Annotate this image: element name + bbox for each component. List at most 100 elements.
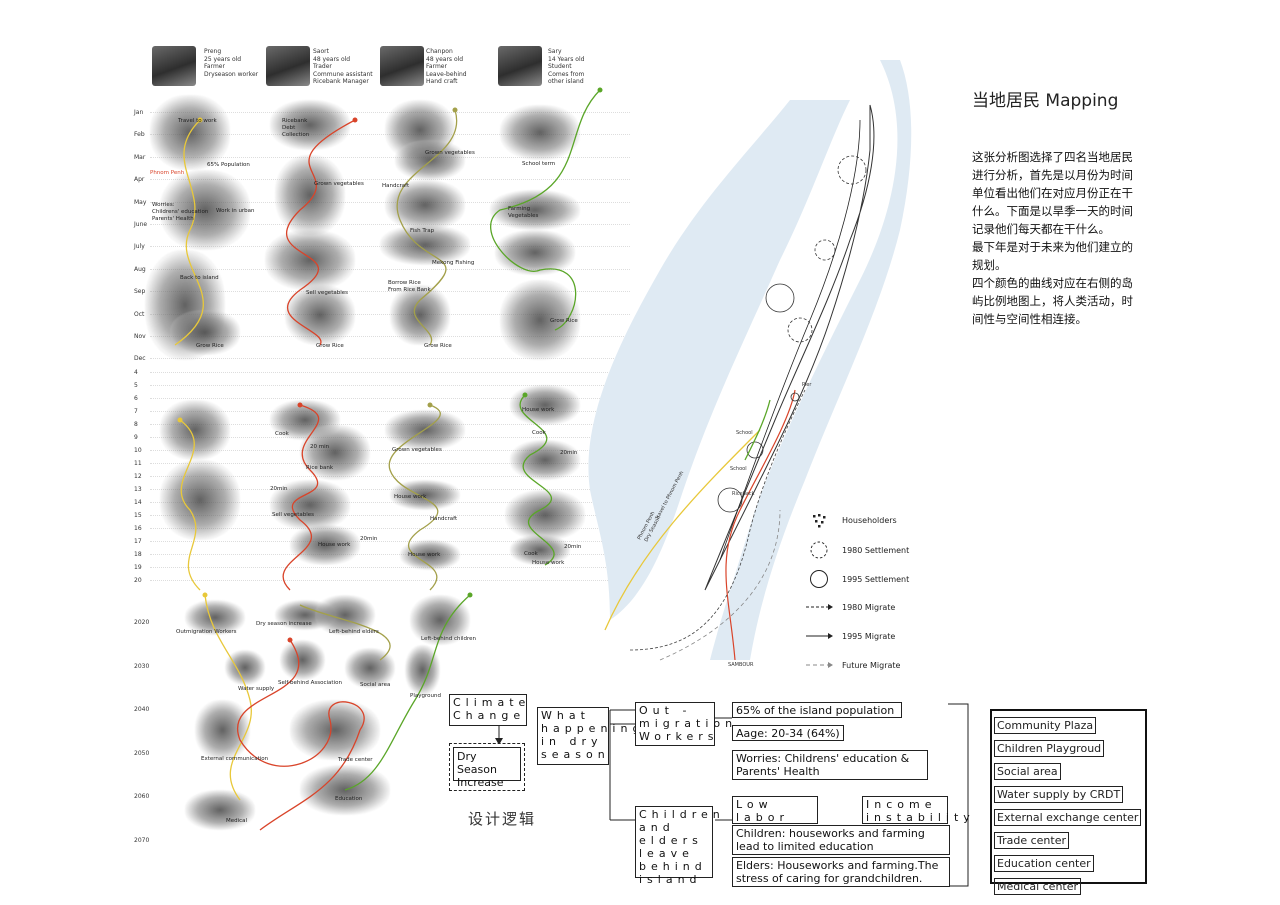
note-urban: Work in urban [216, 208, 255, 214]
description-line: 单位看出他们在对应月份正在干 [972, 186, 1133, 200]
logic-children-elders: Children and elders leave behind island [635, 806, 720, 886]
collage-photo [400, 540, 460, 570]
note-worries2: Childrens' education [152, 209, 209, 215]
grid-line [150, 528, 630, 529]
note-20d: 20min [564, 544, 582, 550]
note-debt: Debt [282, 125, 296, 131]
facility-row: External exchange center [994, 806, 1143, 829]
note-fish: Fish Trap [410, 228, 435, 234]
facility-row: Medical center [994, 875, 1143, 898]
legend-1995-settlement-icon [810, 570, 828, 588]
facility-item: External exchange center [994, 809, 1142, 826]
hour-label: 8 [134, 421, 138, 428]
grid-line [150, 476, 630, 477]
hour-label: 15 [134, 512, 142, 519]
hour-label: 7 [134, 408, 138, 415]
legend-future-migrate-icon [806, 662, 833, 668]
note-education: Education [335, 796, 363, 802]
note-school: School term [522, 161, 556, 167]
hour-label: 11 [134, 460, 142, 467]
map-label-school: School [736, 430, 753, 436]
river-west [588, 100, 850, 620]
logic-elders-work: Elders: Houseworks and farming.The stres… [732, 857, 950, 887]
grid-line [150, 156, 630, 158]
collage-photo [385, 180, 465, 230]
map-label-sambour: SAMBOUR [728, 662, 754, 668]
description-line: 规划。 [972, 258, 1007, 272]
facility-item: Medical center [994, 878, 1082, 895]
facility-item: Social area [994, 763, 1061, 780]
note-20a: 20 min [310, 444, 330, 450]
description-line: 什么。下面是以旱季一天的时间 [972, 204, 1133, 218]
grid-line [150, 502, 630, 503]
description-line: 屿比例地图上，将人类活动，时 [972, 294, 1133, 308]
facility-item: Trade center [994, 832, 1070, 849]
collage-photo [265, 230, 355, 290]
note-external: External communication [201, 756, 269, 762]
logic-income: Income instability [862, 796, 970, 824]
portrait-saort [266, 46, 310, 86]
grid-line [150, 411, 630, 412]
collage-photo [270, 100, 350, 150]
collage-photo [495, 230, 575, 275]
river-east [710, 60, 912, 660]
grid-line [150, 450, 630, 451]
year-label: 2050 [134, 749, 150, 757]
collage-photo [160, 460, 240, 540]
year-label: 2020 [134, 619, 150, 626]
facility-item: Water supply by CRDT [994, 786, 1124, 803]
month-label: Oct [134, 310, 145, 318]
note-veg3: Grown vegetables [392, 447, 442, 453]
collage-photo [225, 650, 265, 685]
note-mekong: Mekong Fishing [432, 260, 475, 266]
note-cook1: Cook [275, 431, 289, 437]
collage-photo [510, 385, 580, 425]
note-hw2: House work [394, 494, 427, 500]
island-map: Phnom Penh Dry Season Travel to Phnom Pe… [588, 60, 912, 668]
curve-saort-day [282, 404, 320, 591]
note-20c: 20min [560, 450, 578, 456]
note-hw3: House work [408, 552, 441, 558]
facility-item: Education center [994, 855, 1094, 872]
month-label: Mar [134, 153, 146, 161]
year-label: 2070 [134, 837, 150, 844]
page-title: 当地居民 Mapping [972, 91, 1119, 111]
map-curve-yellow [604, 429, 761, 631]
note-hand2: Handcraft [430, 516, 458, 522]
collage-photo [280, 640, 325, 680]
grid-line [150, 385, 630, 386]
month-label: May [134, 198, 147, 206]
collage-photo [285, 285, 355, 345]
note-ricebank2: Rice bank [306, 465, 334, 471]
collage-photo [390, 285, 450, 345]
note-trade: Trade center [338, 757, 373, 763]
note-social: Social area [360, 682, 391, 688]
hour-label: 6 [134, 395, 138, 402]
year-label: 2040 [134, 706, 150, 714]
grid-line [150, 358, 630, 360]
note-pct: 65% Population [207, 162, 250, 168]
map-label-pier: Pier [802, 382, 812, 388]
description-line: 这张分析图选择了四名当地居民 [972, 150, 1133, 164]
hour-label: 18 [134, 551, 142, 558]
curve-preng-months [174, 119, 204, 346]
grid-line [150, 580, 630, 581]
year-label: 2060 [134, 793, 150, 801]
month-label: June [134, 221, 148, 228]
collage-photo [270, 480, 350, 530]
collage-photo [510, 535, 570, 565]
logic-climate-change: Climate Change [449, 694, 527, 726]
logic-dry-season-increase: Dry Season Increase [453, 747, 521, 789]
logic-children-work: Children: houseworks and farming lead to… [732, 825, 950, 855]
note-rice1: Grow Rice [196, 343, 224, 349]
hour-label: 14 [134, 499, 142, 506]
note-sell1: Sell vegetables [306, 290, 348, 296]
hour-label: 9 [134, 434, 138, 441]
description-line: 最下年是对于未来为他们建立的 [972, 240, 1133, 254]
curve-sary-future [344, 594, 471, 791]
curve-preng-day [179, 419, 201, 591]
grid-line [150, 515, 630, 516]
month-label: Apr [134, 176, 145, 184]
collage-photo [195, 700, 250, 760]
